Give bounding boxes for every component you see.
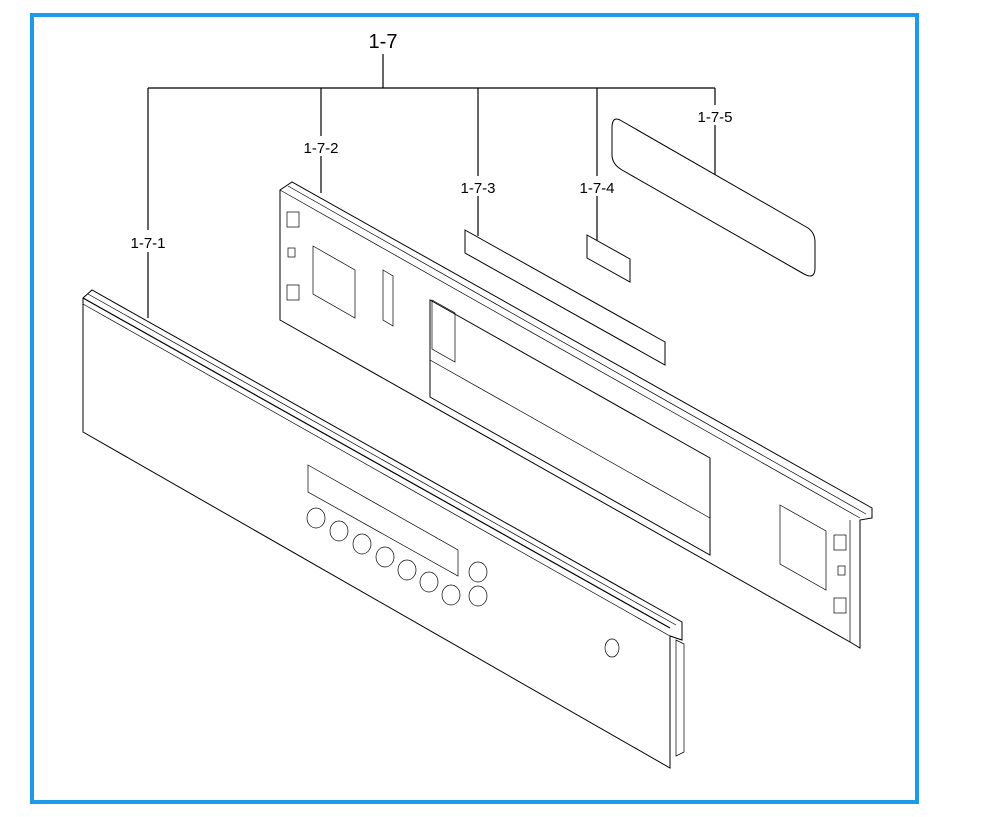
- part-1-7-4-label: [586, 234, 631, 283]
- control-buttons: [306, 507, 620, 658]
- leader-lines: [147, 54, 716, 318]
- part-label-1-7-2: 1-7-2: [303, 140, 338, 157]
- part-label-1-7-5: 1-7-5: [697, 109, 732, 126]
- assembly-label: 1-7: [369, 31, 398, 53]
- diagram-frame: [30, 13, 919, 804]
- part-label-1-7-4: 1-7-4: [579, 180, 614, 197]
- part-label-1-7-1: 1-7-1: [130, 235, 165, 252]
- part-1-7-3-strip: [464, 229, 666, 366]
- part-1-7-2-control-panel-frame: [279, 181, 873, 649]
- part-label-1-7-3: 1-7-3: [460, 180, 495, 197]
- part-1-7-1-front-panel: [82, 289, 685, 769]
- part-1-7-5-window-film: [611, 118, 816, 277]
